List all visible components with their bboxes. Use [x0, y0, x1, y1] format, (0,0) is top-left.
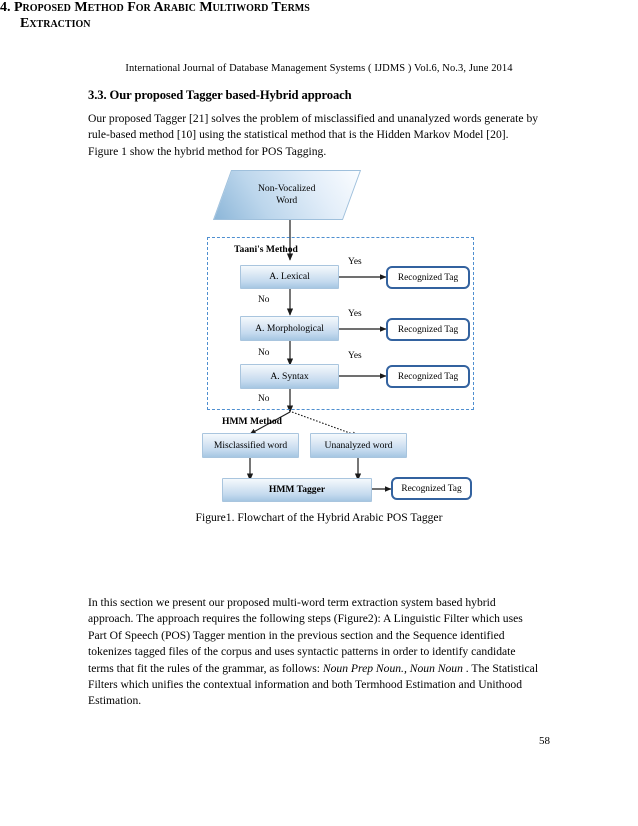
figure-1-flowchart: Taani's Method HMM Method Non-Vocalized … [0, 160, 638, 535]
section-4-paragraph: In this section we present our proposed … [88, 595, 550, 710]
paragraph-fragment: terms that fit the rules of the grammar,… [88, 661, 323, 675]
node-non-vocalized-word: Non-Vocalized Word [212, 170, 362, 220]
edge-label-no-2: No [258, 348, 270, 358]
paragraph-line: Our proposed Tagger [21] solves the prob… [88, 112, 539, 125]
taani-method-group [207, 237, 474, 410]
running-header: International Journal of Database Manage… [125, 63, 513, 74]
paragraph-line: Filters which unifies the contextual inf… [88, 678, 522, 692]
node-recognized-tag-1: Recognized Tag [386, 266, 470, 289]
section-3-3-heading: 3.3. Our proposed Tagger based-Hybrid ap… [88, 88, 352, 102]
node-label-line: Word [276, 195, 298, 206]
node-recognized-tag-2: Recognized Tag [386, 318, 470, 341]
section-4-heading: 4. Proposed Method For Arabic Multiword … [0, 0, 470, 32]
node-misclassified-word: Misclassified word [202, 433, 299, 458]
node-label-line: Non-Vocalized [258, 183, 316, 194]
edge-label-yes-3: Yes [348, 351, 362, 361]
edge-label-yes-2: Yes [348, 309, 362, 319]
node-a-morphological: A. Morphological [240, 316, 339, 341]
section-3-3-paragraph: Our proposed Tagger [21] solves the prob… [88, 111, 550, 160]
edge-label-yes-1: Yes [348, 257, 362, 267]
grammar-rule-italic: Noun Prep Noun., Noun Noun [322, 661, 463, 675]
edge-label-no-1: No [258, 295, 270, 305]
paragraph-fragment: . The Statistical [462, 661, 539, 675]
node-recognized-tag-4: Recognized Tag [391, 477, 472, 500]
node-a-syntax: A. Syntax [240, 364, 339, 389]
hmm-method-label: HMM Method [222, 416, 282, 427]
paragraph-line: approach. The approach requires the foll… [88, 612, 523, 626]
node-recognized-tag-3: Recognized Tag [386, 365, 470, 388]
paragraph-line: In this section we present our proposed … [88, 596, 496, 609]
paragraph-line: Figure 1 show the hybrid method for POS … [88, 144, 327, 158]
figure-caption: Figure1. Flowchart of the Hybrid Arabic … [195, 511, 443, 524]
paragraph-line: tokenizes tagged files of the corpus and… [88, 645, 516, 659]
paragraph-line: Part Of Speech (POS) Tagger mention in t… [88, 628, 505, 642]
page-number: 58 [539, 735, 550, 747]
paragraph-line: terms that fit the rules of the grammar,… [88, 661, 550, 677]
section-4-title-line-1: Proposed Method For Arabic Multiword Ter… [14, 0, 310, 15]
paragraph-line: Estimation. [88, 694, 142, 708]
section-4-title-line-2: Extraction [20, 16, 91, 31]
node-hmm-tagger: HMM Tagger [222, 478, 372, 502]
flowchart-connectors [246, 220, 392, 492]
taani-method-label: Taani's Method [234, 244, 298, 255]
node-a-lexical: A. Lexical [240, 265, 339, 289]
section-4-number: 4. [0, 0, 11, 15]
node-unanalyzed-word: Unanalyzed word [310, 433, 407, 458]
paragraph-line: rule-based method [10] using the statist… [88, 128, 509, 142]
edge-label-no-3: No [258, 394, 270, 404]
